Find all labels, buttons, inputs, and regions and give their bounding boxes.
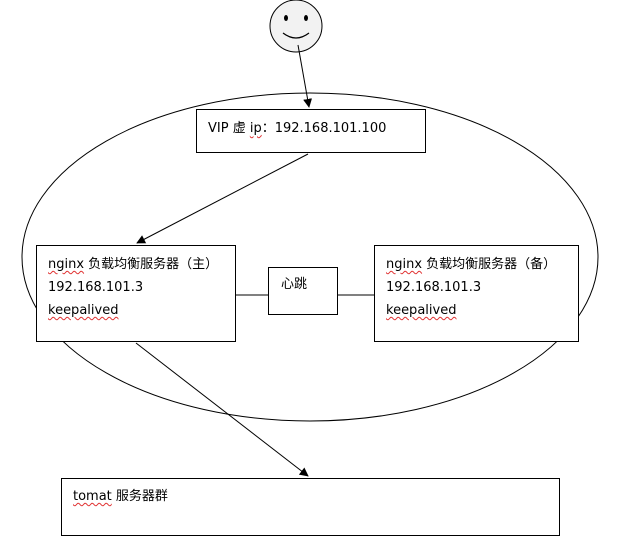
tomcat-name-word: tomat	[73, 489, 112, 504]
vip-text: VIP 虚 ip：192.168.101.100	[208, 121, 386, 137]
arrow-user-to-vip	[297, 44, 313, 108]
tomcat-label: tomat 服务器群	[73, 489, 168, 505]
tomcat-name-rest: 服务器群	[111, 489, 168, 504]
vip-ip-word: ip	[249, 121, 262, 136]
tomcat-box: tomat 服务器群	[61, 478, 560, 536]
heartbeat-label: 心跳	[281, 277, 308, 292]
nginx-master-box: nginx 负载均衡服务器（主） 192.168.101.3 keepalive…	[36, 245, 236, 342]
nginx-backup-ip: 192.168.101.3	[386, 280, 482, 295]
nginx-backup-name-rest: 负载均衡服务器（备）	[422, 257, 557, 272]
nginx-backup-box: nginx 负载均衡服务器（备） 192.168.101.3 keepalive…	[374, 245, 579, 342]
user-smiley-icon	[269, 0, 323, 53]
nginx-backup-name: nginx 负载均衡服务器（备）	[386, 257, 556, 273]
nginx-master-name: nginx 负载均衡服务器（主）	[48, 257, 218, 273]
nginx-backup-software: keepalived	[386, 303, 457, 318]
cluster-ellipse	[21, 92, 599, 422]
nginx-backup-name-word: nginx	[386, 257, 423, 272]
heartbeat-box: 心跳	[268, 267, 338, 315]
nginx-master-software: keepalived	[48, 303, 119, 318]
nginx-master-name-rest: 负载均衡服务器（主）	[84, 257, 219, 272]
nginx-master-ip: 192.168.101.3	[48, 280, 144, 295]
nginx-master-name-word: nginx	[48, 257, 85, 272]
vip-box: VIP 虚 ip：192.168.101.100	[196, 109, 426, 153]
arrow-vip-to-master	[136, 153, 309, 244]
arrow-master-to-tomcat	[135, 342, 309, 477]
vip-label: VIP 虚	[208, 121, 250, 136]
vip-address: ：192.168.101.100	[261, 121, 387, 136]
